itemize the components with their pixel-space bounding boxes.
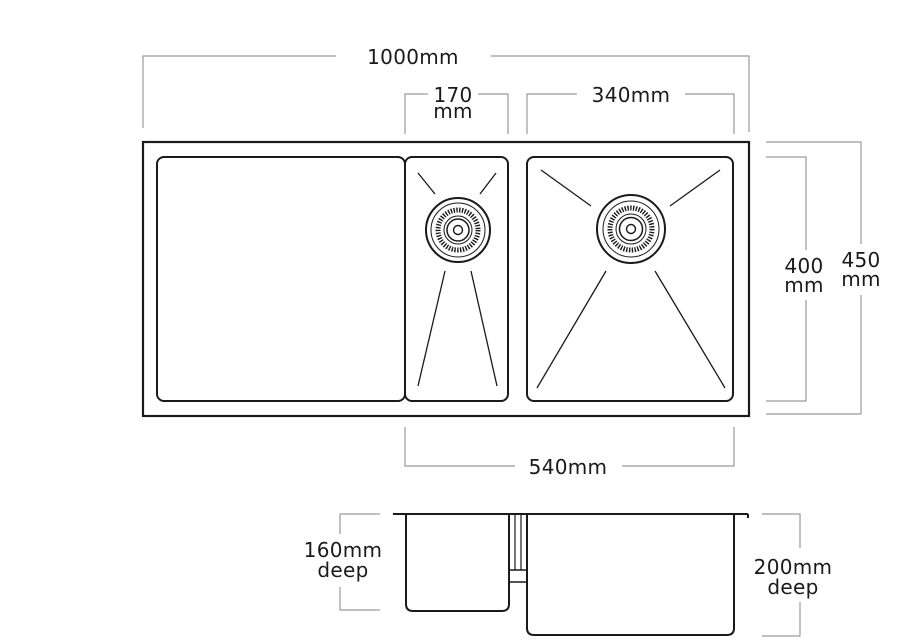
small-bowl-depth-label: deep [317, 558, 368, 582]
small-bowl-depth-value: 160mm [304, 538, 383, 562]
small-bowl-width-dimension: 170 mm [404, 83, 509, 134]
sink-outer-rim [141, 140, 751, 418]
inner-height-value: 400 [784, 254, 823, 278]
large-bowl-depth-dimension: 200mm deep [754, 513, 833, 637]
large-bowl-depth-value: 200mm [754, 555, 833, 579]
small-bowl [404, 156, 509, 402]
small-bowl-grooves [417, 172, 498, 387]
outer-height-unit: mm [841, 267, 881, 291]
large-bowl-grooves [536, 169, 726, 389]
large-bowl-width-label: 340mm [592, 83, 671, 107]
small-bowl-profile [405, 514, 510, 612]
overall-width-dimension: 1000mm [142, 45, 750, 132]
sink-top-view [141, 140, 751, 418]
large-bowl-width-dimension: 340mm [526, 83, 735, 134]
large-bowl [526, 156, 734, 402]
small-bowl-width-unit: mm [433, 99, 473, 123]
small-bowl-drain-icon [425, 197, 491, 263]
outer-height-value: 450 [841, 248, 880, 272]
drainer-board [156, 156, 406, 402]
inner-height-unit: mm [784, 273, 824, 297]
sink-side-view [393, 513, 749, 636]
bowl-connector [508, 569, 528, 583]
bowls-combined-width-label: 540mm [529, 455, 608, 479]
large-bowl-profile [526, 514, 735, 636]
small-bowl-width-value: 170 [433, 83, 472, 107]
large-bowl-depth-label: deep [767, 575, 818, 599]
overall-width-label: 1000mm [367, 45, 459, 69]
small-bowl-depth-dimension: 160mm deep [304, 513, 383, 611]
outer-height-dimension: 450 mm [766, 141, 881, 415]
bowls-combined-width-dimension: 540mm [404, 427, 735, 479]
inner-height-dimension: 400 mm [766, 156, 824, 402]
large-bowl-drain-icon [596, 194, 666, 264]
